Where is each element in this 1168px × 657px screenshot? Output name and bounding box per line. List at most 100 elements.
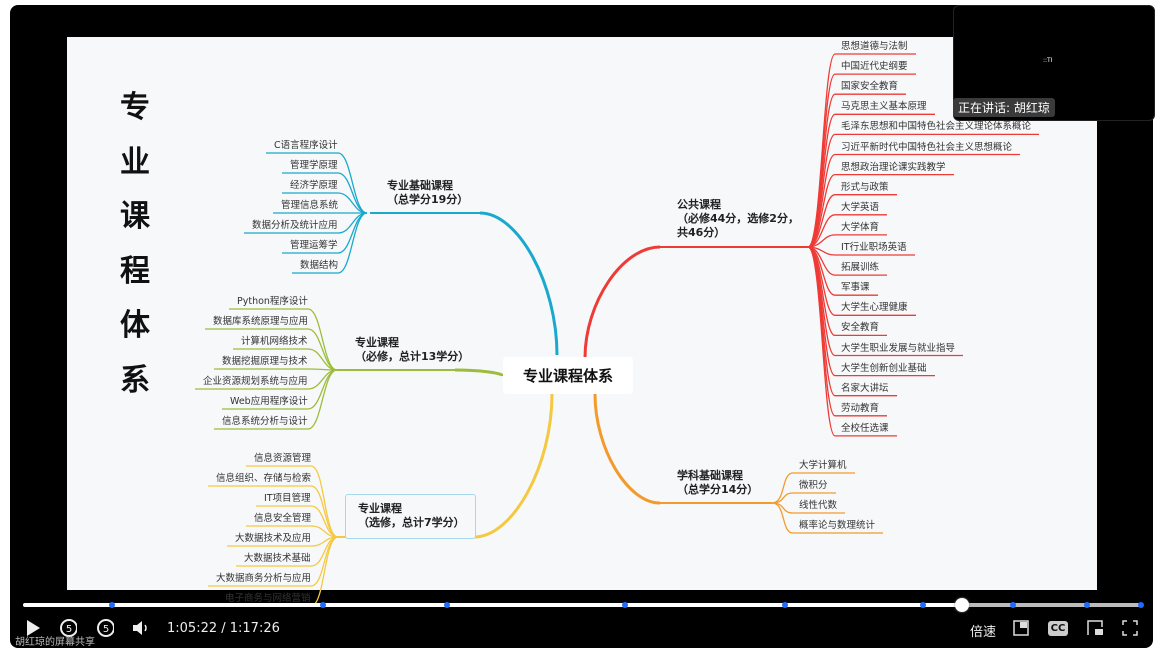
branch-line: （总学分19分） (387, 193, 469, 206)
branch-line: 专业课程 (358, 502, 402, 515)
cc-icon[interactable]: CC (1047, 619, 1069, 637)
course-item: 管理运筹学 (290, 240, 338, 251)
screen-share-label: 胡红琼的屏幕共享 (15, 637, 95, 648)
branch-line: 专业基础课程 (387, 179, 453, 192)
course-item: 大数据商务分析与应用 (216, 573, 312, 584)
title-char: 系 (120, 362, 150, 398)
course-item: Web应用程序设计 (230, 396, 308, 407)
course-item: 思想政治理论课实践教学 (841, 161, 946, 173)
chapter-marker[interactable] (622, 602, 628, 608)
progress-bar[interactable] (23, 602, 1144, 608)
course-item: 国家安全教育 (841, 81, 899, 93)
branch-foundation-label: 专业基础课程 （总学分19分） (387, 179, 468, 207)
chapter-marker[interactable] (1138, 602, 1144, 608)
picture-in-picture-icon[interactable] (1086, 619, 1104, 637)
course-item: 线性代数 (799, 500, 838, 511)
title-char: 体 (120, 308, 150, 343)
course-item: 大数据技术基础 (244, 553, 311, 564)
progress-thumb[interactable] (955, 598, 969, 612)
shared-slide (67, 37, 1097, 590)
skip-back-value: 5 (66, 624, 72, 635)
course-item: 概率论与数理统计 (799, 520, 876, 531)
forward-5-icon[interactable]: 5 (96, 619, 114, 637)
speaker-label: 正在讲话: 胡红琼 (953, 98, 1055, 117)
branch-line: 专业课程 (355, 336, 399, 349)
course-item: 数据分析及统计应用 (252, 220, 338, 231)
title-char: 课 (120, 199, 150, 234)
course-item: 劳动教育 (841, 402, 880, 414)
webcam-text: ::TI (1043, 57, 1053, 64)
cc-label: CC (1047, 620, 1069, 636)
play-icon[interactable] (24, 619, 42, 637)
branch-line: （必修，总计13学分） (355, 350, 470, 363)
course-item: 微积分 (799, 480, 828, 491)
course-item: 信息资源管理 (254, 453, 312, 464)
skip-forward-value: 5 (103, 624, 109, 635)
chapter-marker[interactable] (109, 602, 115, 608)
course-item: 计算机网络技术 (241, 336, 308, 347)
elective-node-box (345, 494, 476, 539)
course-item: C语言程序设计 (274, 140, 338, 151)
course-item: 电子商务与网络营销 (225, 593, 311, 604)
course-item: 大学生职业发展与就业指导 (841, 342, 956, 354)
title-char: 专 (120, 90, 150, 125)
course-item: IT项目管理 (264, 493, 311, 504)
course-item: 管理信息系统 (281, 200, 339, 211)
speed-button[interactable]: 倍速 (970, 625, 997, 640)
course-item: 大学英语 (841, 201, 880, 213)
course-item: 拓展训练 (841, 262, 880, 274)
branch-required-label: 专业课程 （必修，总计13学分） (355, 336, 469, 364)
branch-line: 学科基础课程 (677, 469, 743, 482)
progress-remaining (966, 603, 1141, 607)
course-item: Python程序设计 (237, 296, 308, 307)
course-item: 中国近代史纲要 (841, 61, 908, 73)
chapter-marker[interactable] (444, 602, 450, 608)
branch-discipline-label: 学科基础课程 （总学分14分） (677, 469, 758, 497)
title-char: 业 (120, 144, 150, 180)
screen-switch-icon[interactable] (1012, 619, 1030, 637)
chapter-marker[interactable] (1084, 602, 1090, 608)
volume-icon[interactable] (132, 619, 150, 637)
course-item: 企业资源规划系统与应用 (203, 376, 308, 387)
chapter-marker[interactable] (320, 602, 326, 608)
branch-line: （选修，总计7学分） (358, 516, 465, 529)
course-item: 军事课 (841, 282, 870, 294)
chapter-marker[interactable] (920, 602, 926, 608)
branch-line: 共46分） (677, 226, 726, 239)
branch-line: （必修44分，选修2分， (677, 212, 799, 225)
chapter-marker[interactable] (1010, 602, 1016, 608)
course-item: 信息安全管理 (254, 513, 312, 524)
course-item: 信息系统分析与设计 (222, 416, 308, 427)
course-item: 马克思主义基本原理 (841, 101, 927, 113)
progress-played (23, 603, 967, 607)
chapter-marker[interactable] (782, 602, 788, 608)
course-item: 大学体育 (841, 221, 880, 233)
branch-public-label: 公共课程 （必修44分，选修2分， 共46分） (677, 198, 799, 240)
course-item: 形式与政策 (841, 181, 889, 193)
branch-elective-label: 专业课程 （选修，总计7学分） (358, 502, 465, 530)
center-node: 专业课程体系 (503, 357, 633, 394)
course-item: 数据结构 (300, 260, 339, 271)
course-item: IT行业职场英语 (841, 242, 907, 253)
course-item: 数据挖掘原理与技术 (222, 356, 308, 367)
course-item: 信息组织、存储与检索 (216, 473, 312, 484)
course-item: 大学生创新创业基础 (841, 362, 927, 374)
course-item: 安全教育 (841, 322, 880, 334)
course-item: 毛泽东思想和中国特色社会主义理论体系概论 (841, 121, 1032, 133)
course-item: 管理学原理 (290, 160, 338, 171)
course-item: 名家大讲坛 (841, 382, 889, 394)
course-item: 全校任选课 (841, 422, 889, 434)
rewind-5-icon[interactable]: 5 (59, 619, 77, 637)
title-char: 程 (120, 253, 150, 289)
course-item: 大学生心理健康 (841, 302, 908, 314)
course-item: 大学计算机 (799, 460, 847, 471)
course-item: 经济学原理 (290, 180, 338, 191)
branch-line: 公共课程 (677, 198, 721, 211)
course-item: 数据库系统原理与应用 (213, 316, 309, 327)
time-display: 1:05:22 / 1:17:26 (167, 621, 280, 636)
branch-line: （总学分14分） (677, 483, 759, 496)
course-item: 思想道德与法制 (841, 41, 908, 52)
course-item: 大数据技术及应用 (235, 533, 312, 544)
fullscreen-icon[interactable] (1121, 619, 1139, 637)
course-item: 习近平新时代中国特色社会主义思想概论 (841, 141, 1013, 153)
